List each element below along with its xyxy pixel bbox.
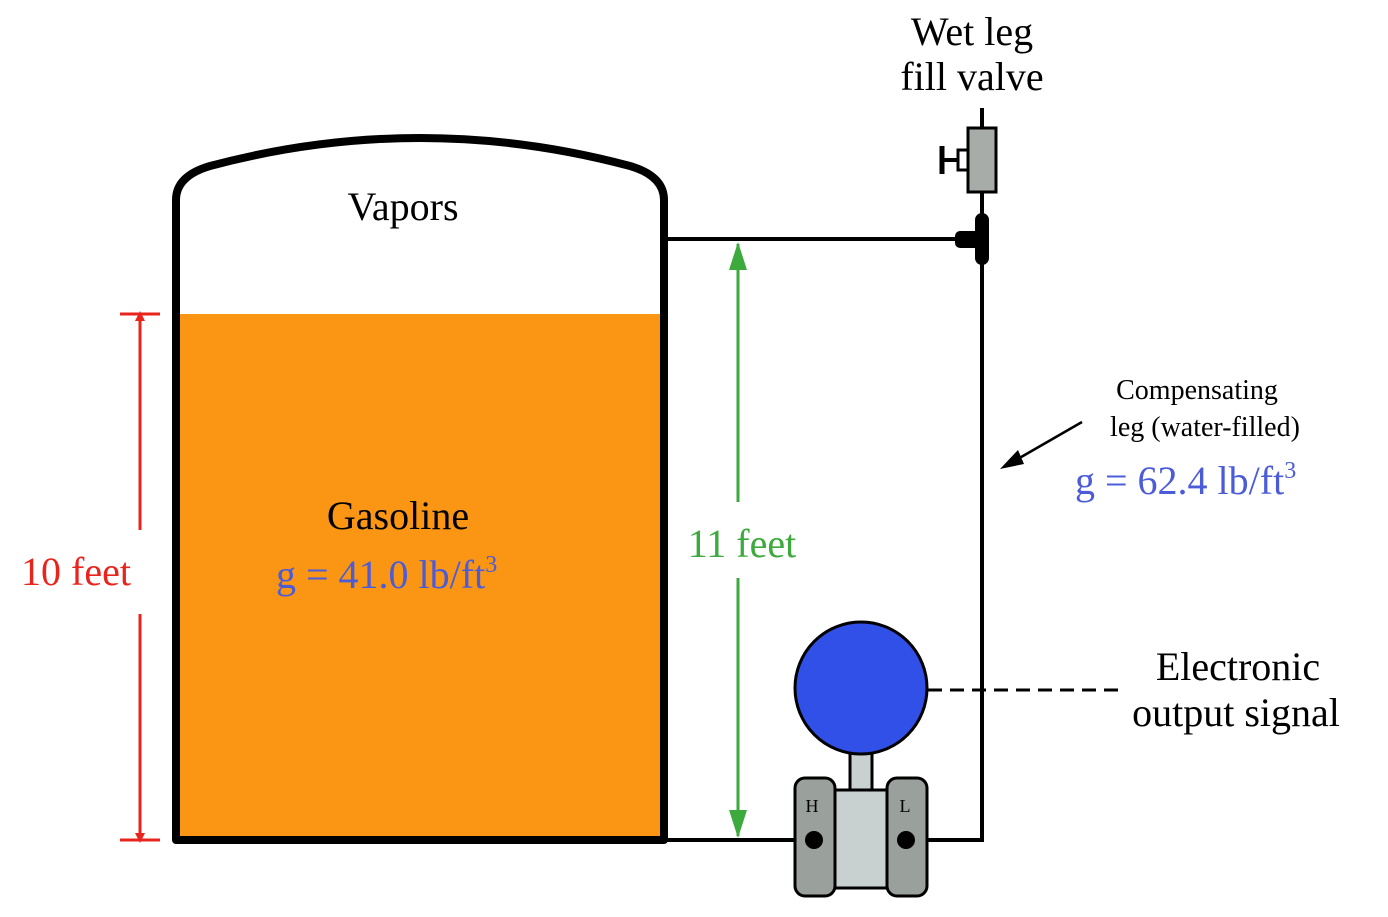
leg-callout-arrow — [1015, 420, 1083, 462]
transmitter-neck — [848, 750, 874, 794]
high-port — [805, 831, 823, 849]
valve-title-line2: fill valve — [900, 54, 1043, 99]
low-port — [897, 831, 915, 849]
tee-fitting-vertical — [975, 213, 989, 265]
liquid-density-label: g = 41.0 lb/ft3 — [276, 552, 497, 597]
leg-title-line2: leg (water-filled) — [1110, 412, 1300, 443]
gasoline-liquid — [176, 314, 664, 840]
low-port-label: L — [900, 796, 911, 816]
transmitter-body — [828, 788, 894, 890]
tap-separation-dimension — [729, 242, 747, 838]
leg-callout-arrowhead — [1000, 450, 1024, 469]
output-signal-line1: Electronic — [1156, 644, 1320, 689]
output-signal-line2: output signal — [1132, 690, 1340, 735]
storage-tank — [172, 134, 668, 844]
vapors-label: Vapors — [347, 184, 458, 229]
leg-density-label: g = 62.4 lb/ft3 — [1075, 458, 1296, 503]
valve-title-line1: Wet leg — [911, 9, 1033, 54]
differential-pressure-transmitter: H L — [793, 620, 929, 898]
leg-title-line1: Compensating — [1116, 375, 1278, 406]
high-port-label: H — [806, 796, 819, 816]
liquid-level-dimension — [120, 311, 160, 843]
wet-leg-fill-valve — [939, 126, 998, 194]
level-height-label: 10 feet — [21, 549, 131, 594]
liquid-name-label: Gasoline — [327, 493, 469, 538]
transmitter-head — [793, 620, 929, 756]
tap-height-label: 11 feet — [688, 521, 796, 566]
